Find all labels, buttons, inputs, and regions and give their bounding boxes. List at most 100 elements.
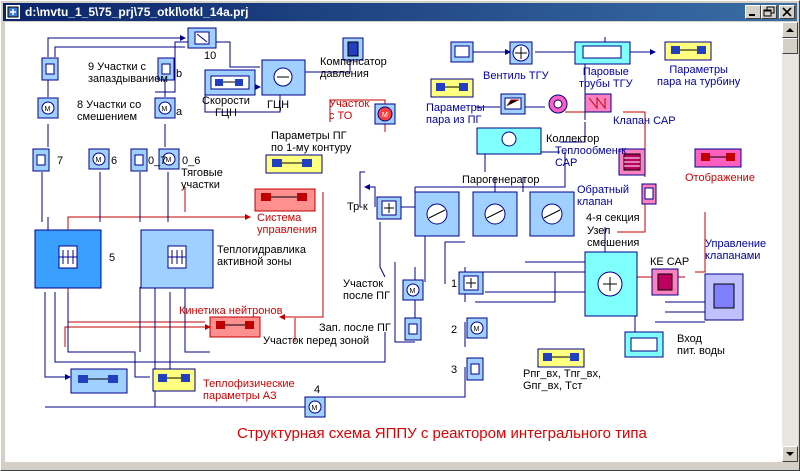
block-section-to[interactable]: M — [374, 103, 396, 125]
arrow-down-icon — [786, 452, 794, 456]
block-gcn[interactable] — [261, 59, 306, 96]
label-steam-params-turbine: Параметры пара на турбину — [657, 64, 741, 88]
block-mix-node[interactable] — [584, 251, 638, 317]
scroll-thumb[interactable] — [782, 38, 798, 54]
block-check-valve[interactable] — [641, 183, 657, 205]
block-collector[interactable] — [476, 127, 542, 155]
label-check-valve: Обратный клапан — [577, 184, 630, 208]
label-n4: 4 — [314, 384, 321, 396]
block-1[interactable] — [458, 271, 484, 295]
scroll-down-button[interactable] — [782, 446, 798, 462]
minimize-button[interactable] — [745, 5, 761, 19]
label-ke-sar: КЕ САР — [650, 256, 690, 268]
block-ke-sar[interactable] — [651, 268, 679, 296]
label-valve-tgu: Вентиль ТГУ — [483, 70, 549, 82]
block-2[interactable]: M — [466, 317, 488, 339]
label-thermophysical: Теплофизические параметры АЗ — [203, 378, 295, 402]
svg-text:M: M — [312, 405, 318, 412]
block-section-after-pg[interactable]: M — [402, 279, 424, 301]
block-core-5[interactable] — [34, 229, 102, 289]
block-steam-pipes[interactable] — [574, 41, 631, 65]
block-gcn-speeds[interactable] — [204, 69, 256, 96]
label-valve-sar: Клапан САР — [613, 115, 676, 127]
block-10[interactable] — [187, 27, 217, 49]
title-bar[interactable]: d:\mvtu_1_5\75_prj\75_otkl\otkl_14a.prj — [3, 3, 797, 21]
block-traction-6[interactable]: M — [88, 148, 110, 170]
block-monitor-2[interactable] — [500, 93, 526, 115]
svg-text:M: M — [166, 157, 172, 164]
block-feed-water[interactable] — [624, 331, 664, 358]
label-section-before-zone: Участок перед зоной — [263, 335, 370, 347]
block-pg-params-circuit[interactable] — [265, 154, 323, 174]
label-neutron-kinetics: Кинетика нейтронов — [179, 305, 283, 317]
label-control-system: Система управления — [257, 212, 317, 236]
block-section-b[interactable] — [157, 57, 175, 81]
block-bottom-left[interactable] — [70, 368, 128, 394]
block-monitor-1[interactable] — [450, 41, 474, 63]
label-n8a: a — [176, 106, 183, 118]
label-section-after-pg: Участок после ПГ — [343, 278, 391, 302]
block-traction-0-6[interactable]: M — [158, 148, 180, 170]
svg-text:M: M — [162, 106, 168, 113]
svg-text:M: M — [45, 106, 51, 113]
restore-icon — [763, 6, 775, 17]
label-gcn: ГЦН — [267, 99, 290, 111]
label-thermohydraulics: Теплогидравлика активной зоны — [217, 244, 306, 268]
block-sections-mix[interactable]: M — [37, 97, 59, 119]
label-steam-pipes: Паровые трубы ТГУ — [579, 66, 633, 90]
block-section-a[interactable]: M — [154, 97, 176, 119]
block-steam-gen-1[interactable] — [414, 191, 460, 237]
label-n7: 7 — [57, 155, 64, 167]
close-button[interactable] — [779, 5, 795, 19]
block-control-system[interactable] — [254, 188, 316, 212]
label-feed-water: Вход пит. воды — [677, 333, 725, 357]
label-sections-delay: 9 Участки с запаздыванием — [88, 61, 168, 85]
close-icon — [782, 7, 792, 17]
maximize-button[interactable] — [761, 5, 777, 19]
block-valve-sar[interactable] — [584, 93, 612, 113]
label-collector: Коллектор — [546, 133, 600, 145]
label-n3: 3 — [451, 364, 458, 376]
label-n07: 0_7 — [148, 155, 167, 167]
label-n10: 10 — [204, 50, 217, 62]
block-display[interactable] — [694, 148, 742, 168]
block-steam-gen-3[interactable] — [529, 191, 575, 237]
block-neutron-kinetics[interactable] — [209, 316, 261, 338]
label-steam-gen: Парогенератор — [462, 174, 540, 186]
label-tr-k: Тр-к — [347, 201, 368, 213]
block-steam-params-turbine[interactable] — [664, 41, 712, 61]
block-traction-0-7[interactable] — [130, 148, 148, 172]
block-valve-tgu[interactable] — [509, 41, 533, 65]
block-thermohydraulics[interactable] — [140, 229, 214, 289]
label-pg-params-circuit: Параметры ПГ по 1-му контуру — [271, 130, 352, 154]
block-3[interactable] — [466, 357, 484, 381]
label-mix-node: Узел смешения — [587, 225, 640, 249]
block-steam-gen-2[interactable] — [472, 191, 518, 237]
block-inputs[interactable] — [537, 348, 585, 368]
scroll-up-button[interactable] — [782, 22, 798, 38]
block-4[interactable]: M — [304, 396, 326, 418]
block-pressure-comp[interactable] — [342, 37, 364, 61]
svg-text:M: M — [474, 326, 480, 333]
label-inputs: Pпг_вх, Tпг_вх, Gпг_вх, Tст — [523, 368, 602, 392]
schematic-canvas[interactable]: M M M — [5, 22, 782, 462]
svg-text:M: M — [410, 288, 416, 295]
label-section4: 4-я секция — [586, 212, 640, 224]
label-pressure-comp: Компенсатор давления — [320, 56, 387, 80]
label-n6: 6 — [111, 155, 118, 167]
block-valve-control[interactable] — [704, 273, 744, 321]
block-traction-7[interactable] — [32, 148, 50, 172]
block-tr-k[interactable] — [376, 196, 402, 220]
label-traction: Тяговые участки — [181, 167, 223, 191]
block-thermophysical[interactable] — [152, 368, 196, 392]
diagram-title: Структурная схема ЯППУ с реактором интег… — [237, 425, 647, 442]
label-gcn-speeds: Скорости ГЦН — [202, 95, 250, 119]
block-sections-delay[interactable] — [41, 57, 59, 81]
label-valve-control: Управление клапанами — [705, 238, 767, 262]
vertical-scrollbar[interactable] — [782, 22, 798, 462]
block-heat-exch[interactable] — [618, 148, 646, 176]
block-pump-pink[interactable] — [548, 94, 568, 114]
block-steam-params-pg[interactable] — [430, 78, 474, 98]
block-storage-after-pg[interactable] — [404, 317, 422, 341]
